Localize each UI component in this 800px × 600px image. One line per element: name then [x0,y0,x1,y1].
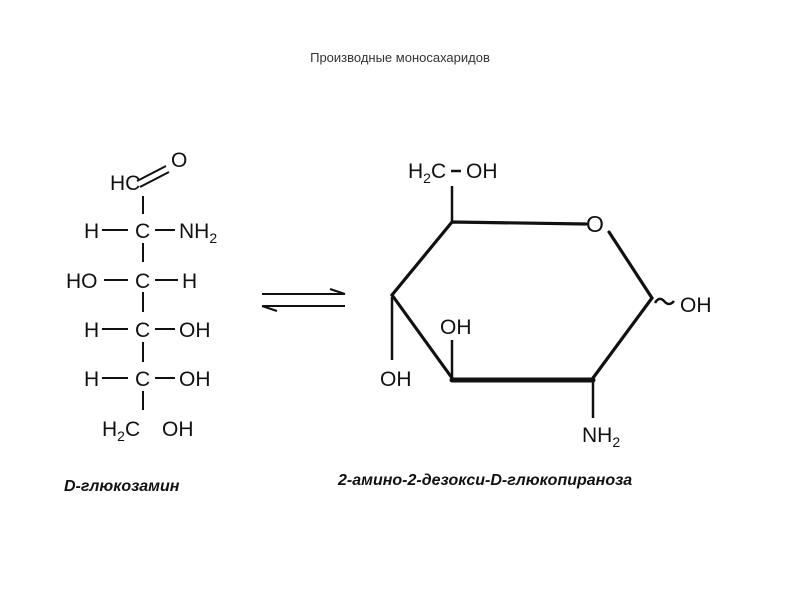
forward-arrowhead [329,288,346,295]
c2-left: H [84,220,99,243]
ring-oxygen: O [586,211,604,237]
c5-left: H [84,368,99,391]
haworth-projection: H2C OH O OH OH OH NH2 [380,160,712,450]
ring-right-lower-edge [591,296,654,380]
reverse-arrowhead [261,305,278,312]
ch2oh-group: H2C [408,160,446,186]
c4-oh: OH [380,368,412,391]
c4-carbon: C [135,319,150,342]
anomeric-oh: OH [680,294,712,317]
c5-carbon: C [135,368,150,391]
c3-left: HO [66,270,98,293]
c5-right: OH [179,368,211,391]
c4-left: H [84,319,99,342]
c3-carbon: C [135,270,150,293]
c3-right: H [182,270,197,293]
c2-right: NH2 [179,220,217,246]
aldehyde-carbon: HC [110,172,140,195]
equilibrium-arrows [261,288,346,312]
right-caption: 2-амино-2-дезокси-D-глюкопираноза [338,472,633,489]
double-bond-1 [136,165,167,182]
ring-o-c1-edge [607,230,654,300]
ch2oh-oh: OH [466,160,498,183]
fischer-projection: HC O H C NH2 HO C H H C OH H C OH [66,149,217,444]
ring-top-edges [390,220,588,297]
c2-carbon: C [135,220,150,243]
c4-right: OH [179,319,211,342]
wavy-bond [653,297,675,306]
c6-right: OH [162,418,194,441]
c2-nh2: NH2 [582,424,620,450]
aldehyde-oxygen: O [171,149,187,172]
left-caption: D-глюкозамин [64,478,180,495]
ring-left-lower-edge [390,293,454,380]
double-bond-2 [139,171,170,188]
page-title: Производные моносахаридов [310,50,490,65]
c3-oh: OH [440,316,472,339]
c6-left: H2C [102,418,140,444]
